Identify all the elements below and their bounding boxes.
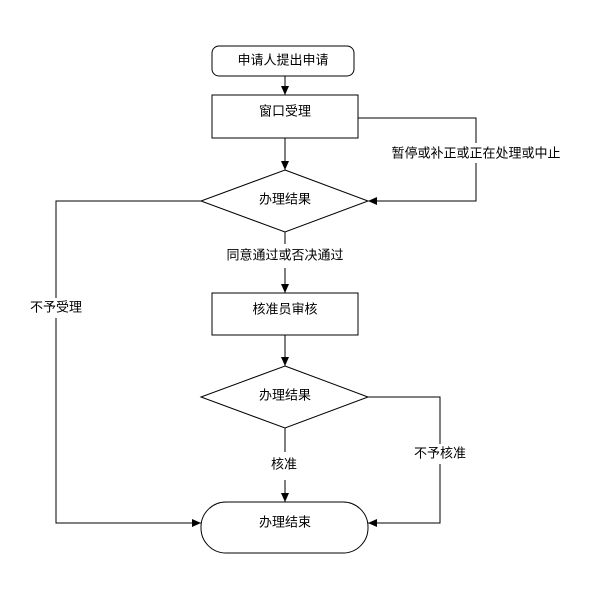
node-start-label: 申请人提出申请 [237, 53, 328, 69]
decision-result-1-label: 办理结果 [259, 193, 311, 208]
edge-label-loop-back: 暂停或补正或正在处理或中止 [391, 146, 560, 162]
node-reviewer-label: 核准员审核 [252, 303, 317, 318]
node-window-accept: 窗口受理 [211, 94, 359, 139]
edge-label-reject-approve: 不予核准 [414, 447, 466, 462]
edge-label-bg [382, 143, 572, 163]
node-reviewer: 核准员审核 [211, 292, 359, 336]
node-start: 申请人提出申请 [211, 45, 355, 77]
decision-result-2-label: 办理结果 [259, 389, 311, 404]
edge-label-reject-accept: 不予受理 [30, 301, 82, 316]
node-end: 办理结束 [200, 501, 369, 554]
node-window-accept-label: 窗口受理 [259, 104, 311, 120]
edge-label-pass: 同意通过或否决通过 [226, 248, 343, 264]
edge-reject-accept [55, 200, 201, 527]
decision-result-1: 办理结果 [199, 169, 370, 233]
decision-result-2: 办理结果 [199, 365, 370, 429]
edge-label-approve: 核准 [271, 458, 297, 473]
edge-label-bg [22, 298, 90, 318]
edge-label-bg [404, 444, 476, 464]
node-end-label: 办理结束 [259, 516, 311, 531]
